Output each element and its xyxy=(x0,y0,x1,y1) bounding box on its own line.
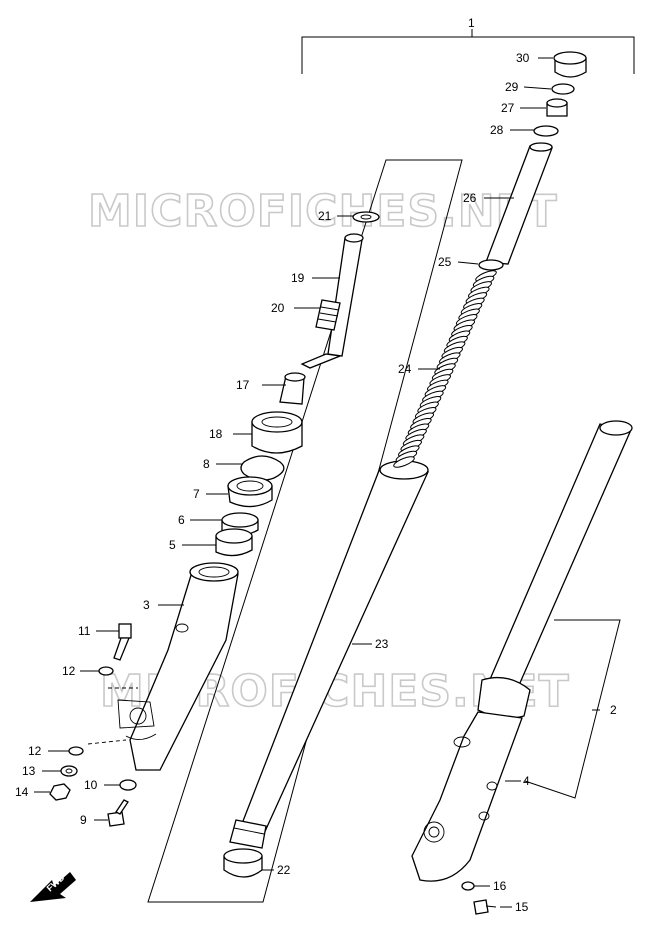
callout-30: 30 xyxy=(516,51,530,65)
watermark-top: MICROFICHES.NET xyxy=(88,186,558,237)
part-7-washer xyxy=(227,476,273,508)
part-10-gasket xyxy=(119,779,137,791)
callout-1: 1 xyxy=(468,16,475,30)
part-12-washer-lower xyxy=(68,746,84,756)
part-12-washer-upper xyxy=(98,666,114,676)
callout-6: 6 xyxy=(178,513,185,527)
dashed-leader-lower xyxy=(87,739,127,745)
inner-assembly-outline xyxy=(147,159,463,903)
part-15-bolt xyxy=(473,899,497,915)
callout-17: 17 xyxy=(236,378,250,392)
callout-labels: 1 2 3 4 5 6 7 8 9 10 11 12 12 13 14 15 1… xyxy=(15,16,617,914)
part-30-cap-bolt xyxy=(553,51,587,78)
fwd-arrow-icon: FWD xyxy=(30,872,76,902)
part-28-o-ring xyxy=(533,125,559,137)
callout-15: 15 xyxy=(515,900,529,914)
callout-28: 28 xyxy=(490,123,504,137)
callout-25: 25 xyxy=(438,255,452,269)
callout-26: 26 xyxy=(463,191,477,205)
part-26-spacer-tube xyxy=(485,142,553,265)
part-25-washer xyxy=(478,259,504,271)
callout-8: 8 xyxy=(203,457,210,471)
callout-20: 20 xyxy=(271,301,285,315)
part-22-guide-bushing xyxy=(223,848,263,878)
part-16-washer xyxy=(461,881,475,891)
part-right-fork-leg xyxy=(411,420,633,882)
part-3-outer-tube xyxy=(117,562,239,771)
callout-24: 24 xyxy=(398,362,412,376)
part-17-spacer xyxy=(279,372,306,405)
part-9-drain-bolt xyxy=(107,799,129,827)
part-24-spring xyxy=(393,270,497,468)
callout-11: 11 xyxy=(78,624,91,638)
callout-5: 5 xyxy=(169,538,176,552)
callout-10: 10 xyxy=(84,778,98,792)
part-13-washer xyxy=(60,765,78,777)
part-23-inner-tube xyxy=(229,460,429,849)
callout-2: 2 xyxy=(610,703,617,717)
assembly-bracket-1 xyxy=(301,29,635,74)
callout-13: 13 xyxy=(22,764,36,778)
callout-14: 14 xyxy=(15,785,29,799)
part-8-stopper-ring xyxy=(240,455,285,481)
part-21-washer xyxy=(352,211,380,223)
callout-7: 7 xyxy=(193,487,200,501)
part-14-nut xyxy=(49,783,71,801)
callout-16: 16 xyxy=(493,879,507,893)
callout-4: 4 xyxy=(523,774,530,788)
callout-19: 19 xyxy=(291,271,305,285)
leader-lines xyxy=(34,57,600,908)
callout-21: 21 xyxy=(318,209,332,223)
part-11-bolt xyxy=(113,623,132,661)
assembly-bracket-2 xyxy=(524,619,621,799)
part-29-o-ring xyxy=(551,83,575,95)
callout-29: 29 xyxy=(505,80,519,94)
callout-9: 9 xyxy=(80,813,87,827)
part-27-spacer xyxy=(546,98,568,117)
callout-27: 27 xyxy=(501,101,515,115)
callout-22: 22 xyxy=(277,863,291,877)
part-18-oil-seal xyxy=(251,411,303,454)
callout-3: 3 xyxy=(143,598,150,612)
callout-23: 23 xyxy=(375,637,389,651)
callout-18: 18 xyxy=(209,427,223,441)
part-5-bushing xyxy=(215,528,253,557)
callout-12-lower: 12 xyxy=(28,744,42,758)
callout-12-upper: 12 xyxy=(62,664,76,678)
part-19-damper-rod xyxy=(300,233,364,369)
spring-coil xyxy=(393,456,415,468)
